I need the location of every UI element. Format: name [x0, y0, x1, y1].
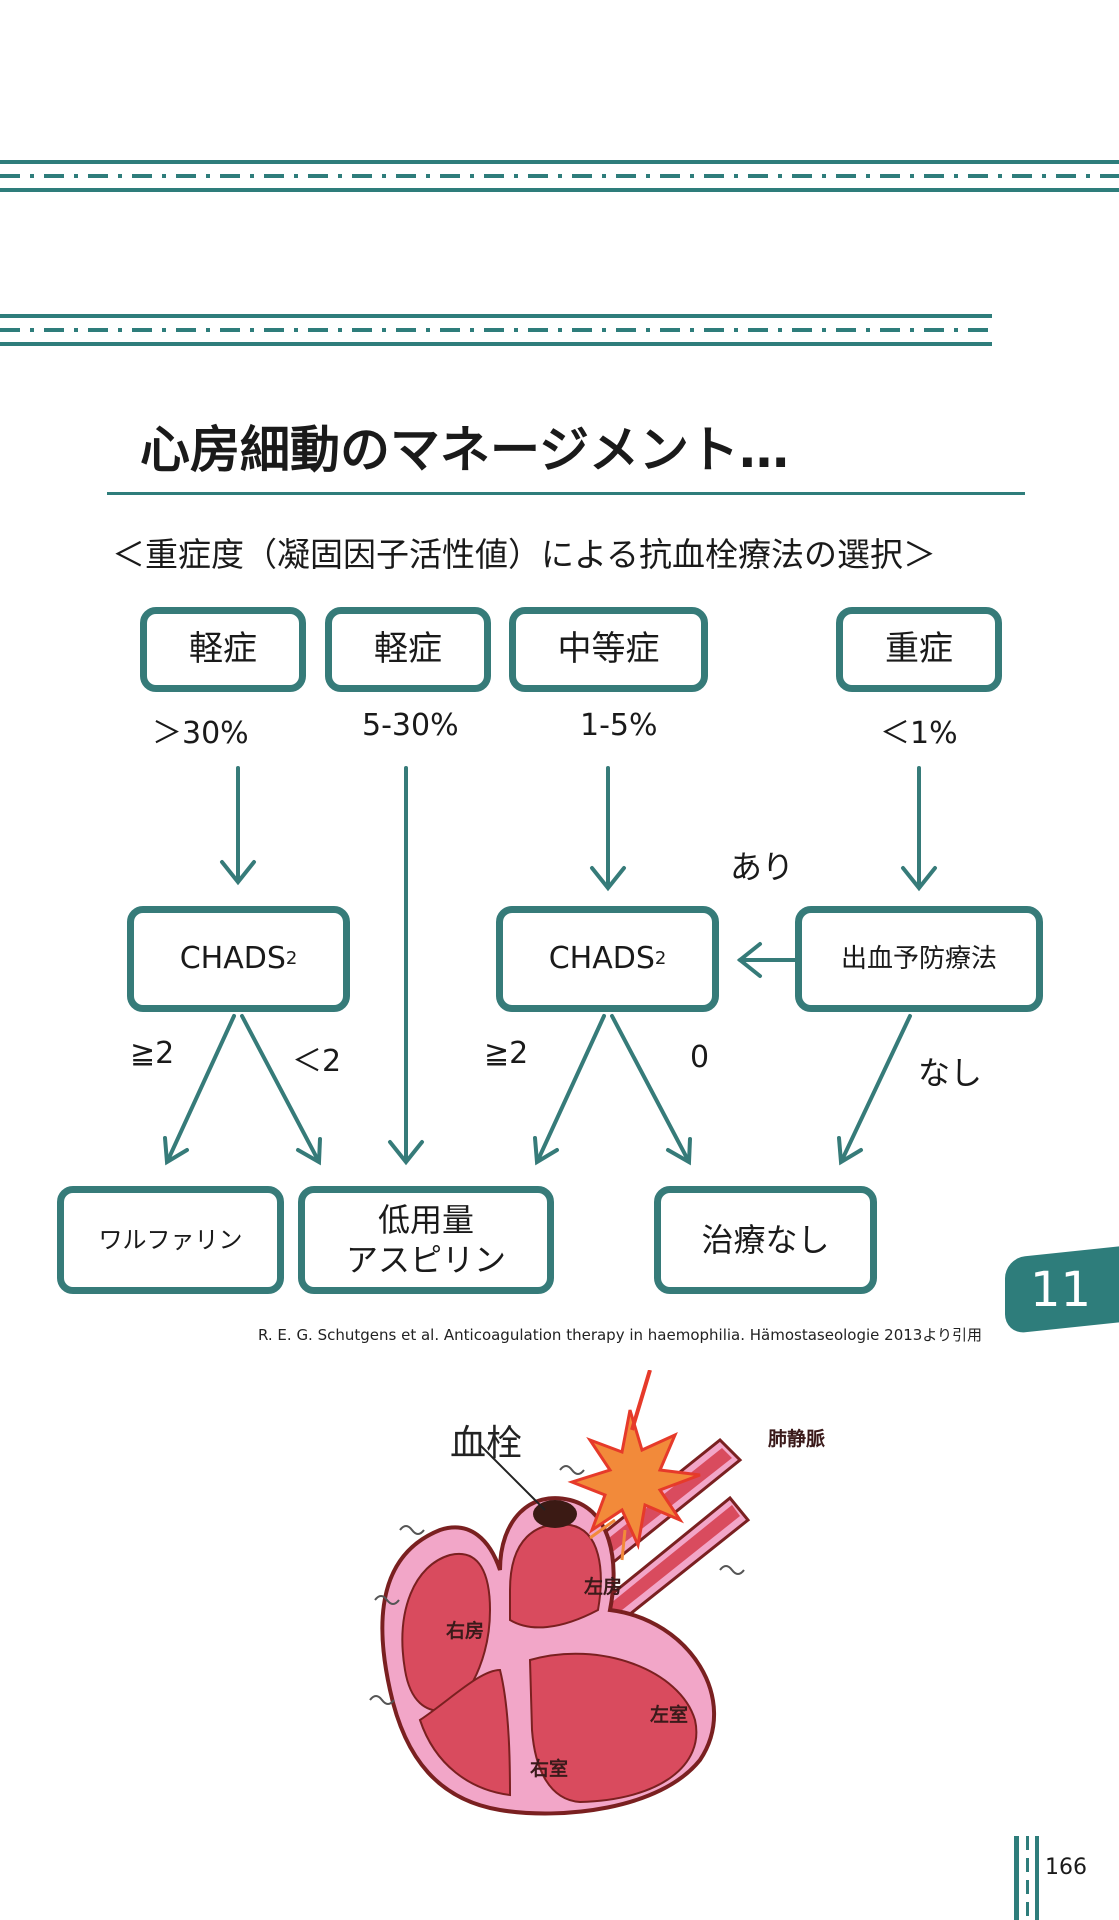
outcome-warfarin-label: ワルファリン — [98, 1226, 243, 1254]
arrow-mild-to-chads — [220, 766, 256, 886]
arrow-severe-to-prophylaxis — [901, 766, 937, 892]
edge-label-zero: 0 — [690, 1040, 710, 1075]
chads-left-label: CHADS — [179, 941, 286, 977]
chapter-tab-number: 11 — [1030, 1262, 1092, 1318]
chads-right-subscript: 2 — [654, 947, 667, 969]
severity-box-mild-2: 軽症 — [325, 607, 491, 692]
citation: R. E. G. Schutgens et al. Anticoagulatio… — [258, 1326, 983, 1344]
page-number-dash — [1026, 1836, 1029, 1920]
arrow-mild-to-aspirin — [388, 766, 424, 1166]
heart-label-thrombus: 血栓 — [450, 1423, 523, 1464]
title-underline — [107, 492, 1025, 495]
outcome-aspirin-line2: アスピリン — [345, 1241, 506, 1279]
edge-label-ge2-left: ≧2 — [130, 1036, 175, 1071]
arrow-chads-left-to-warfarin — [163, 1014, 236, 1166]
range-label-severe: ＜1% — [880, 716, 958, 751]
edge-label-yes: あり — [730, 848, 795, 886]
chads-right-label: CHADS — [548, 941, 655, 977]
arrow-chads-right-to-aspirin — [533, 1014, 606, 1166]
severity-label-severe: 重症 — [885, 629, 953, 670]
edge-label-lt2: ＜2 — [292, 1044, 342, 1079]
severity-label-moderate: 中等症 — [557, 629, 660, 670]
heart-label-right-ventricle: 右室 — [530, 1758, 569, 1780]
diagram-subtitle: ＜重症度（凝固因子活性値）による抗血栓療法の選択＞ — [112, 535, 937, 574]
severity-label-mild-2: 軽症 — [374, 629, 442, 670]
chads-left-subscript: 2 — [285, 947, 298, 969]
bleeding-prophylaxis-label: 出血予防療法 — [840, 943, 997, 974]
arrow-prophylaxis-to-none — [837, 1014, 912, 1166]
severity-box-moderate: 中等症 — [509, 607, 708, 692]
severity-label-mild-1: 軽症 — [189, 629, 257, 670]
arrow-moderate-to-chads — [590, 766, 626, 892]
heart-label-right-atrium: 右房 — [446, 1620, 485, 1642]
outcome-box-aspirin: 低用量 アスピリン — [298, 1186, 554, 1294]
page-number: 166 — [1045, 1855, 1087, 1880]
severity-box-severe: 重症 — [836, 607, 1002, 692]
bleeding-prophylaxis-box: 出血予防療法 — [795, 906, 1043, 1012]
arrow-chads-left-to-aspirin — [240, 1014, 322, 1166]
outcome-no-treatment-label: 治療なし — [701, 1221, 830, 1259]
outcome-aspirin-line1: 低用量 — [377, 1201, 474, 1239]
thrombus-graphic — [533, 1500, 577, 1528]
heart-label-left-ventricle: 左室 — [650, 1704, 689, 1726]
page-number-bar-2 — [1035, 1836, 1039, 1920]
outcome-box-no-treatment: 治療なし — [654, 1186, 877, 1294]
heart-label-pulmonary-vein: 肺静脈 — [768, 1428, 826, 1450]
range-label-mild-2: 5-30% — [362, 708, 459, 743]
page-number-bar — [1014, 1836, 1019, 1920]
arrow-chads-right-to-none — [610, 1014, 692, 1166]
arrow-prophylaxis-to-chads — [736, 942, 798, 978]
outcome-box-warfarin: ワルファリン — [57, 1186, 284, 1294]
heart-label-left-atrium: 左房 — [584, 1576, 623, 1598]
severity-box-mild-1: 軽症 — [140, 607, 306, 692]
flowchart-arrows — [163, 766, 937, 1166]
edge-label-no: なし — [918, 1054, 983, 1092]
page-title: 心房細動のマネージメント… — [140, 421, 789, 479]
header-band-bottom — [0, 314, 992, 348]
heart-illustration — [369, 1370, 751, 1816]
header-band-top — [0, 160, 1119, 194]
range-label-mild-1: ＞30% — [152, 716, 249, 751]
range-label-moderate: 1-5% — [580, 708, 658, 743]
edge-label-ge2-right: ≧2 — [484, 1036, 529, 1071]
burst-graphic — [567, 1409, 701, 1551]
